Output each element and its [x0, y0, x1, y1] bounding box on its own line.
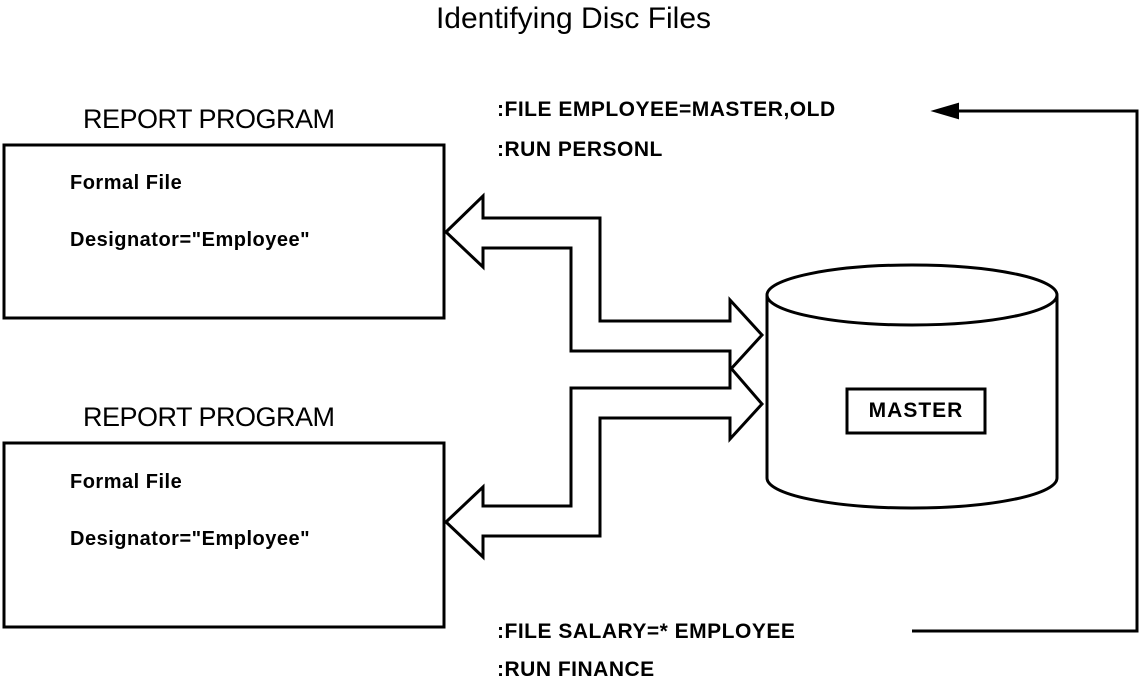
program-2-formal-file: Formal File	[70, 471, 183, 493]
master-disc	[765, 263, 1059, 510]
report-program-box-2	[2, 441, 446, 629]
program-1-formal-file: Formal File	[70, 172, 183, 194]
file-equation-connector	[912, 109, 1139, 633]
double-arrow-upper	[443, 192, 765, 374]
command-file-bottom: :FILE SALARY=* EMPLOYEE	[497, 620, 796, 643]
report-program-box-1	[2, 143, 446, 320]
diagram-title: Identifying Disc Files	[435, 2, 712, 35]
master-label: MASTER	[868, 399, 964, 422]
command-run-top: :RUN PERSONL	[497, 138, 663, 161]
program-1-designator: Designator="Employee"	[70, 229, 311, 251]
connector-arrowhead	[930, 102, 959, 120]
command-run-bottom: :RUN FINANCE	[497, 658, 655, 681]
master-label-box	[845, 387, 987, 435]
double-arrow-lower	[443, 362, 765, 561]
program-heading-2: REPORT PROGRAM	[83, 402, 335, 432]
program-heading-1: REPORT PROGRAM	[83, 104, 335, 134]
program-2-designator: Designator="Employee"	[70, 528, 311, 550]
command-file-top: :FILE EMPLOYEE=MASTER,OLD	[497, 98, 836, 121]
